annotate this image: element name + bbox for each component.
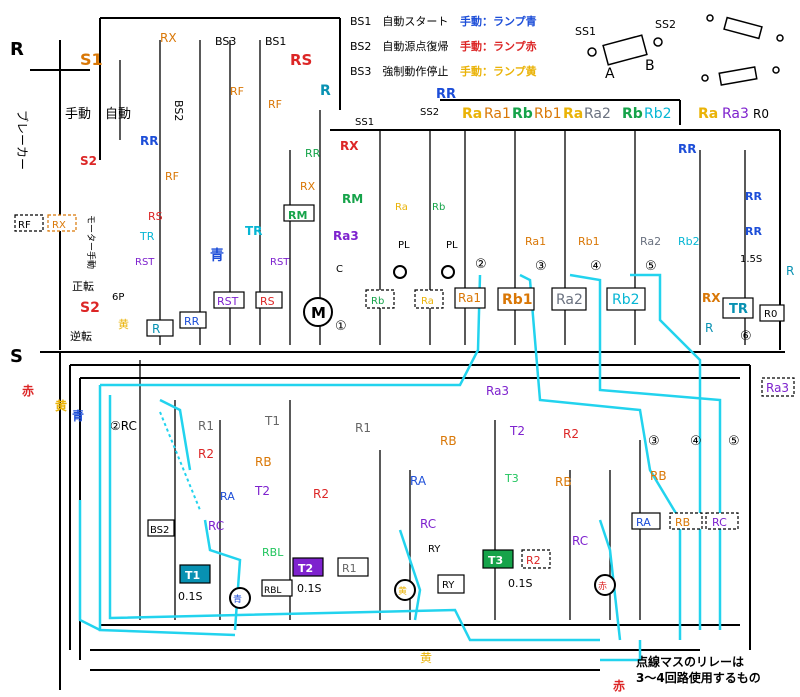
selector-sketch	[587, 14, 784, 86]
motor-lamps	[229, 265, 616, 609]
relay-boxes	[14, 204, 795, 597]
rungs-top	[119, 40, 746, 620]
main-rails	[30, 17, 785, 690]
cyan-traces	[78, 273, 722, 662]
